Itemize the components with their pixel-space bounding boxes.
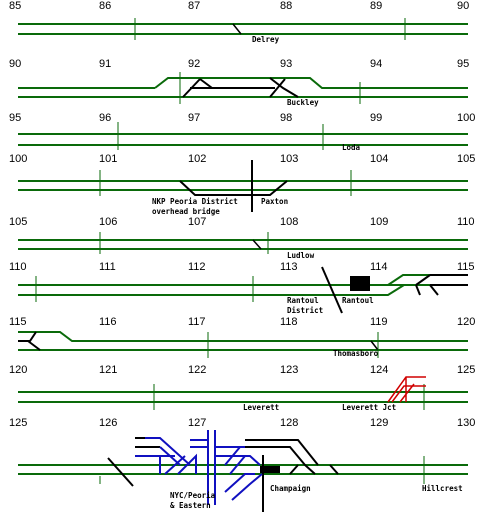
main-track-north [18,331,468,342]
milepost-label: 122 [188,364,206,376]
milepost-label: 114 [370,261,388,273]
strip-120-125: Leverett Leverett Jct [18,376,468,412]
label-rantoul-district-1: Rantoul [287,296,319,305]
milepost-label: 109 [370,216,388,228]
milepost-label: 119 [370,316,388,328]
milepost-label: 128 [280,417,298,429]
milepost-label: 120 [457,316,475,328]
station-paxton: Paxton [261,197,288,206]
milepost-label: 93 [280,58,292,70]
strip-95-100: Loda [18,122,468,152]
milepost-label: 112 [188,261,206,273]
station-loda: Loda [342,143,361,152]
milepost-label: 124 [370,364,388,376]
station-delrey: Delrey [252,35,280,44]
rantoul-district-crossing [321,266,343,314]
station-ludlow: Ludlow [287,251,315,260]
milepost-label: 89 [370,0,382,12]
milepost-label: 106 [99,216,117,228]
milepost-label: 90 [9,58,21,70]
milepost-label: 111 [99,261,116,273]
milepost-label: 115 [457,261,475,273]
strip-110-115: Rantoul District Rantoul [18,266,468,315]
milepost-label: 100 [9,153,27,165]
station-champaign: Champaign [270,484,311,493]
milepost-label: 110 [9,261,27,273]
milepost-label: 113 [280,261,298,273]
siding-track [154,77,468,89]
crossover [252,239,262,250]
milepost-label: 97 [188,112,200,124]
milepost-label: 129 [370,417,388,429]
milepost-label: 130 [457,417,475,429]
label-nyc-peoria: NYC/Peoria [170,491,216,500]
milepost-label: 125 [457,364,475,376]
milepost-label: 118 [280,316,298,328]
milepost-label: 127 [188,417,206,429]
strip-90-95: Buckley [18,72,468,107]
milepost-label: 101 [99,153,117,165]
rantoul-station-building [350,276,370,291]
milepost-label: 94 [370,58,382,70]
milepost-label: 102 [188,153,206,165]
milepost-label: 116 [99,316,117,328]
strip-105-110: Ludlow [18,232,468,260]
champaign-station-building [260,466,280,473]
milepost-label: 90 [457,0,469,12]
label-nkp-peoria: NKP Peoria District [152,197,238,206]
main-track-south [18,284,405,296]
milepost-label: 107 [188,216,206,228]
milepost-label: 125 [9,417,27,429]
milepost-label: 104 [370,153,388,165]
strip-115-120: Thomasboro [18,331,468,358]
milepost-label: 110 [457,216,475,228]
milepost-label: 120 [9,364,27,376]
milepost-label: 86 [99,0,111,12]
strip-100-105: NKP Peoria District overhead bridge Paxt… [18,160,468,216]
crossover [232,23,242,35]
milepost-label: 95 [9,112,21,124]
milepost-label: 96 [99,112,111,124]
nyc-peoria-eastern-connections [190,439,263,501]
label-eastern: & Eastern [170,501,211,510]
milepost-label: 108 [280,216,298,228]
paxton-siding [179,180,288,196]
strip-125-130: NYC/Peoria & Eastern Champaign Hillcrest [18,430,468,512]
label-rantoul-district-2: District [287,306,323,315]
siding-track [387,274,430,286]
milepost-label: 95 [457,58,469,70]
station-buckley: Buckley [287,98,319,107]
station-thomasboro: Thomasboro [333,349,379,358]
station-leverett: Leverett [243,403,279,412]
strip-85-90: Delrey [18,18,468,44]
station-hillcrest: Hillcrest [422,484,463,493]
station-rantoul: Rantoul [342,296,374,305]
milepost-label: 91 [99,58,111,70]
milepost-label: 92 [188,58,200,70]
milepost-label: 117 [188,316,206,328]
milepost-label: 121 [99,364,117,376]
label-overhead-bridge: overhead bridge [152,207,220,216]
milepost-label: 99 [370,112,382,124]
milepost-label: 88 [280,0,292,12]
crossover [370,340,379,351]
milepost-label: 98 [280,112,292,124]
nyc-peoria-eastern-tracks [135,437,197,475]
leverett-jct-connection [387,376,426,403]
station-leverett-jct: Leverett Jct [342,403,396,412]
rantoul-yard-tracks [415,274,468,296]
milepost-label: 105 [457,153,475,165]
milepost-label: 103 [280,153,298,165]
crossover [18,331,41,351]
milepost-label: 123 [280,364,298,376]
milepost-label: 126 [99,417,117,429]
milepost-label: 105 [9,216,27,228]
milepost-label: 100 [457,112,475,124]
milepost-label: 115 [9,316,27,328]
milepost-labels: 85 86 87 88 89 90 90 91 92 93 94 95 95 96 97 98 99 100 100… [9,0,475,429]
milepost-label: 87 [188,0,200,12]
crossing-track [107,457,134,487]
milepost-label: 85 [9,0,21,12]
